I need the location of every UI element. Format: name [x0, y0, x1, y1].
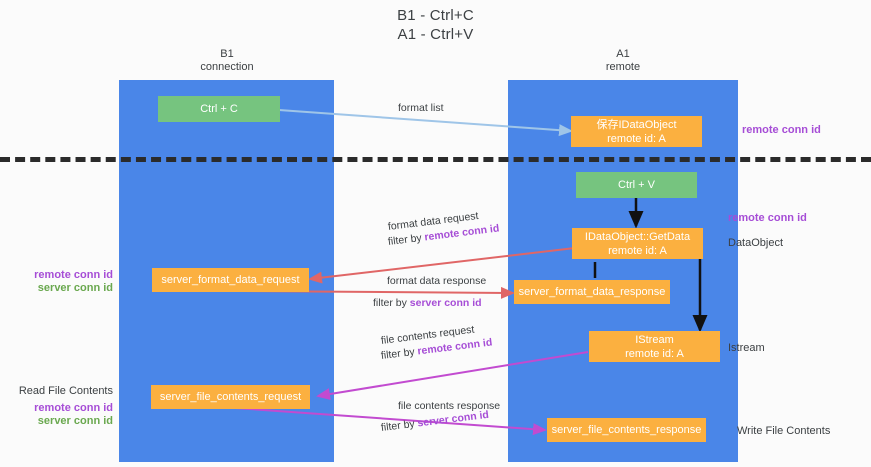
node-ctrl-v-label: Ctrl + V	[618, 179, 655, 191]
annotation-read-file-contents: Read File Contents	[18, 385, 113, 397]
filter-prefix: filter by	[387, 231, 426, 248]
node-server-format-data-response[interactable]: server_format_data_response	[514, 280, 670, 304]
node-ctrl-v[interactable]: Ctrl + V	[576, 172, 697, 198]
edge-label-format-data-response: format data response filter by server co…	[373, 274, 487, 310]
node-server-format-data-request-label: server_format_data_request	[161, 274, 300, 286]
edge-label-file-contents-request: file contents request filter by remote c…	[380, 324, 493, 363]
page-title: B1 - Ctrl+C A1 - Ctrl+V	[0, 6, 871, 44]
column-header-a1: A1 remote	[533, 48, 713, 74]
annotation-remote-conn-id-top: remote conn id	[742, 124, 821, 136]
annotation-left-server-conn-id-low: server conn id	[37, 415, 113, 427]
edge-label-format-list-text: format list	[398, 102, 444, 114]
edge-label-format-list: format list	[398, 101, 444, 115]
filter-key-server-conn-id: server conn id	[409, 297, 482, 309]
node-idataobject-getdata-line2: remote id: A	[608, 244, 667, 257]
edge-label-file-contents-response: file contents response filter by server …	[380, 399, 501, 435]
node-ctrl-c[interactable]: Ctrl + C	[158, 96, 280, 122]
column-header-a1-subtitle: remote	[605, 61, 641, 73]
annotation-left-remote-conn-id-mid: remote conn id	[34, 269, 113, 281]
edge-label-format-data-response-filter: filter by server conn id	[373, 296, 486, 310]
node-server-format-data-response-label: server_format_data_response	[518, 286, 666, 298]
node-server-format-data-request[interactable]: server_format_data_request	[152, 268, 309, 292]
column-header-b1-subtitle: connection	[200, 61, 254, 73]
node-istream-line2: remote id: A	[625, 347, 684, 360]
node-idataobject-getdata[interactable]: IDataObject::GetData remote id: A	[572, 228, 703, 259]
title-line-2: A1 - Ctrl+V	[397, 26, 474, 43]
filter-prefix: filter by	[373, 297, 410, 309]
column-header-b1: B1 connection	[139, 48, 315, 74]
node-server-file-contents-response-label: server_file_contents_response	[551, 424, 702, 436]
node-idataobject-getdata-line1: IDataObject::GetData	[584, 230, 691, 243]
annotation-remote-conn-id-mid: remote conn id	[728, 212, 807, 224]
edge-label-format-data-request: format data request filter by remote con…	[387, 210, 500, 249]
annotation-dataobject: DataObject	[728, 237, 784, 249]
annotation-write-file-contents: Write File Contents	[737, 425, 831, 437]
node-istream[interactable]: IStream remote id: A	[589, 331, 720, 362]
node-server-file-contents-request-label: server_file_contents_request	[159, 391, 302, 403]
column-header-b1-name: B1	[220, 48, 234, 60]
annotation-left-server-conn-id-mid: server conn id	[37, 282, 113, 294]
title-line-1: B1 - Ctrl+C	[397, 7, 474, 24]
node-istream-line1: IStream	[635, 333, 674, 346]
annotation-left-remote-conn-id-low: remote conn id	[34, 402, 113, 414]
node-server-file-contents-response[interactable]: server_file_contents_response	[547, 418, 706, 442]
filter-prefix: filter by	[380, 345, 419, 362]
node-save-idataobject-line2: remote id: A	[607, 132, 666, 145]
column-header-a1-name: A1	[616, 48, 630, 60]
node-save-idataobject-line1: 保存IDataObject	[596, 118, 677, 131]
edge-label-format-data-response-line1: format data response	[387, 275, 487, 287]
edge-label-file-contents-response-line1: file contents response	[398, 400, 501, 412]
filter-prefix: filter by	[380, 417, 419, 434]
node-server-file-contents-request[interactable]: server_file_contents_request	[151, 385, 310, 409]
node-save-idataobject[interactable]: 保存IDataObject remote id: A	[571, 116, 702, 147]
node-ctrl-c-label: Ctrl + C	[200, 103, 238, 115]
annotation-istream: Istream	[728, 342, 765, 354]
phase-divider	[0, 157, 871, 162]
